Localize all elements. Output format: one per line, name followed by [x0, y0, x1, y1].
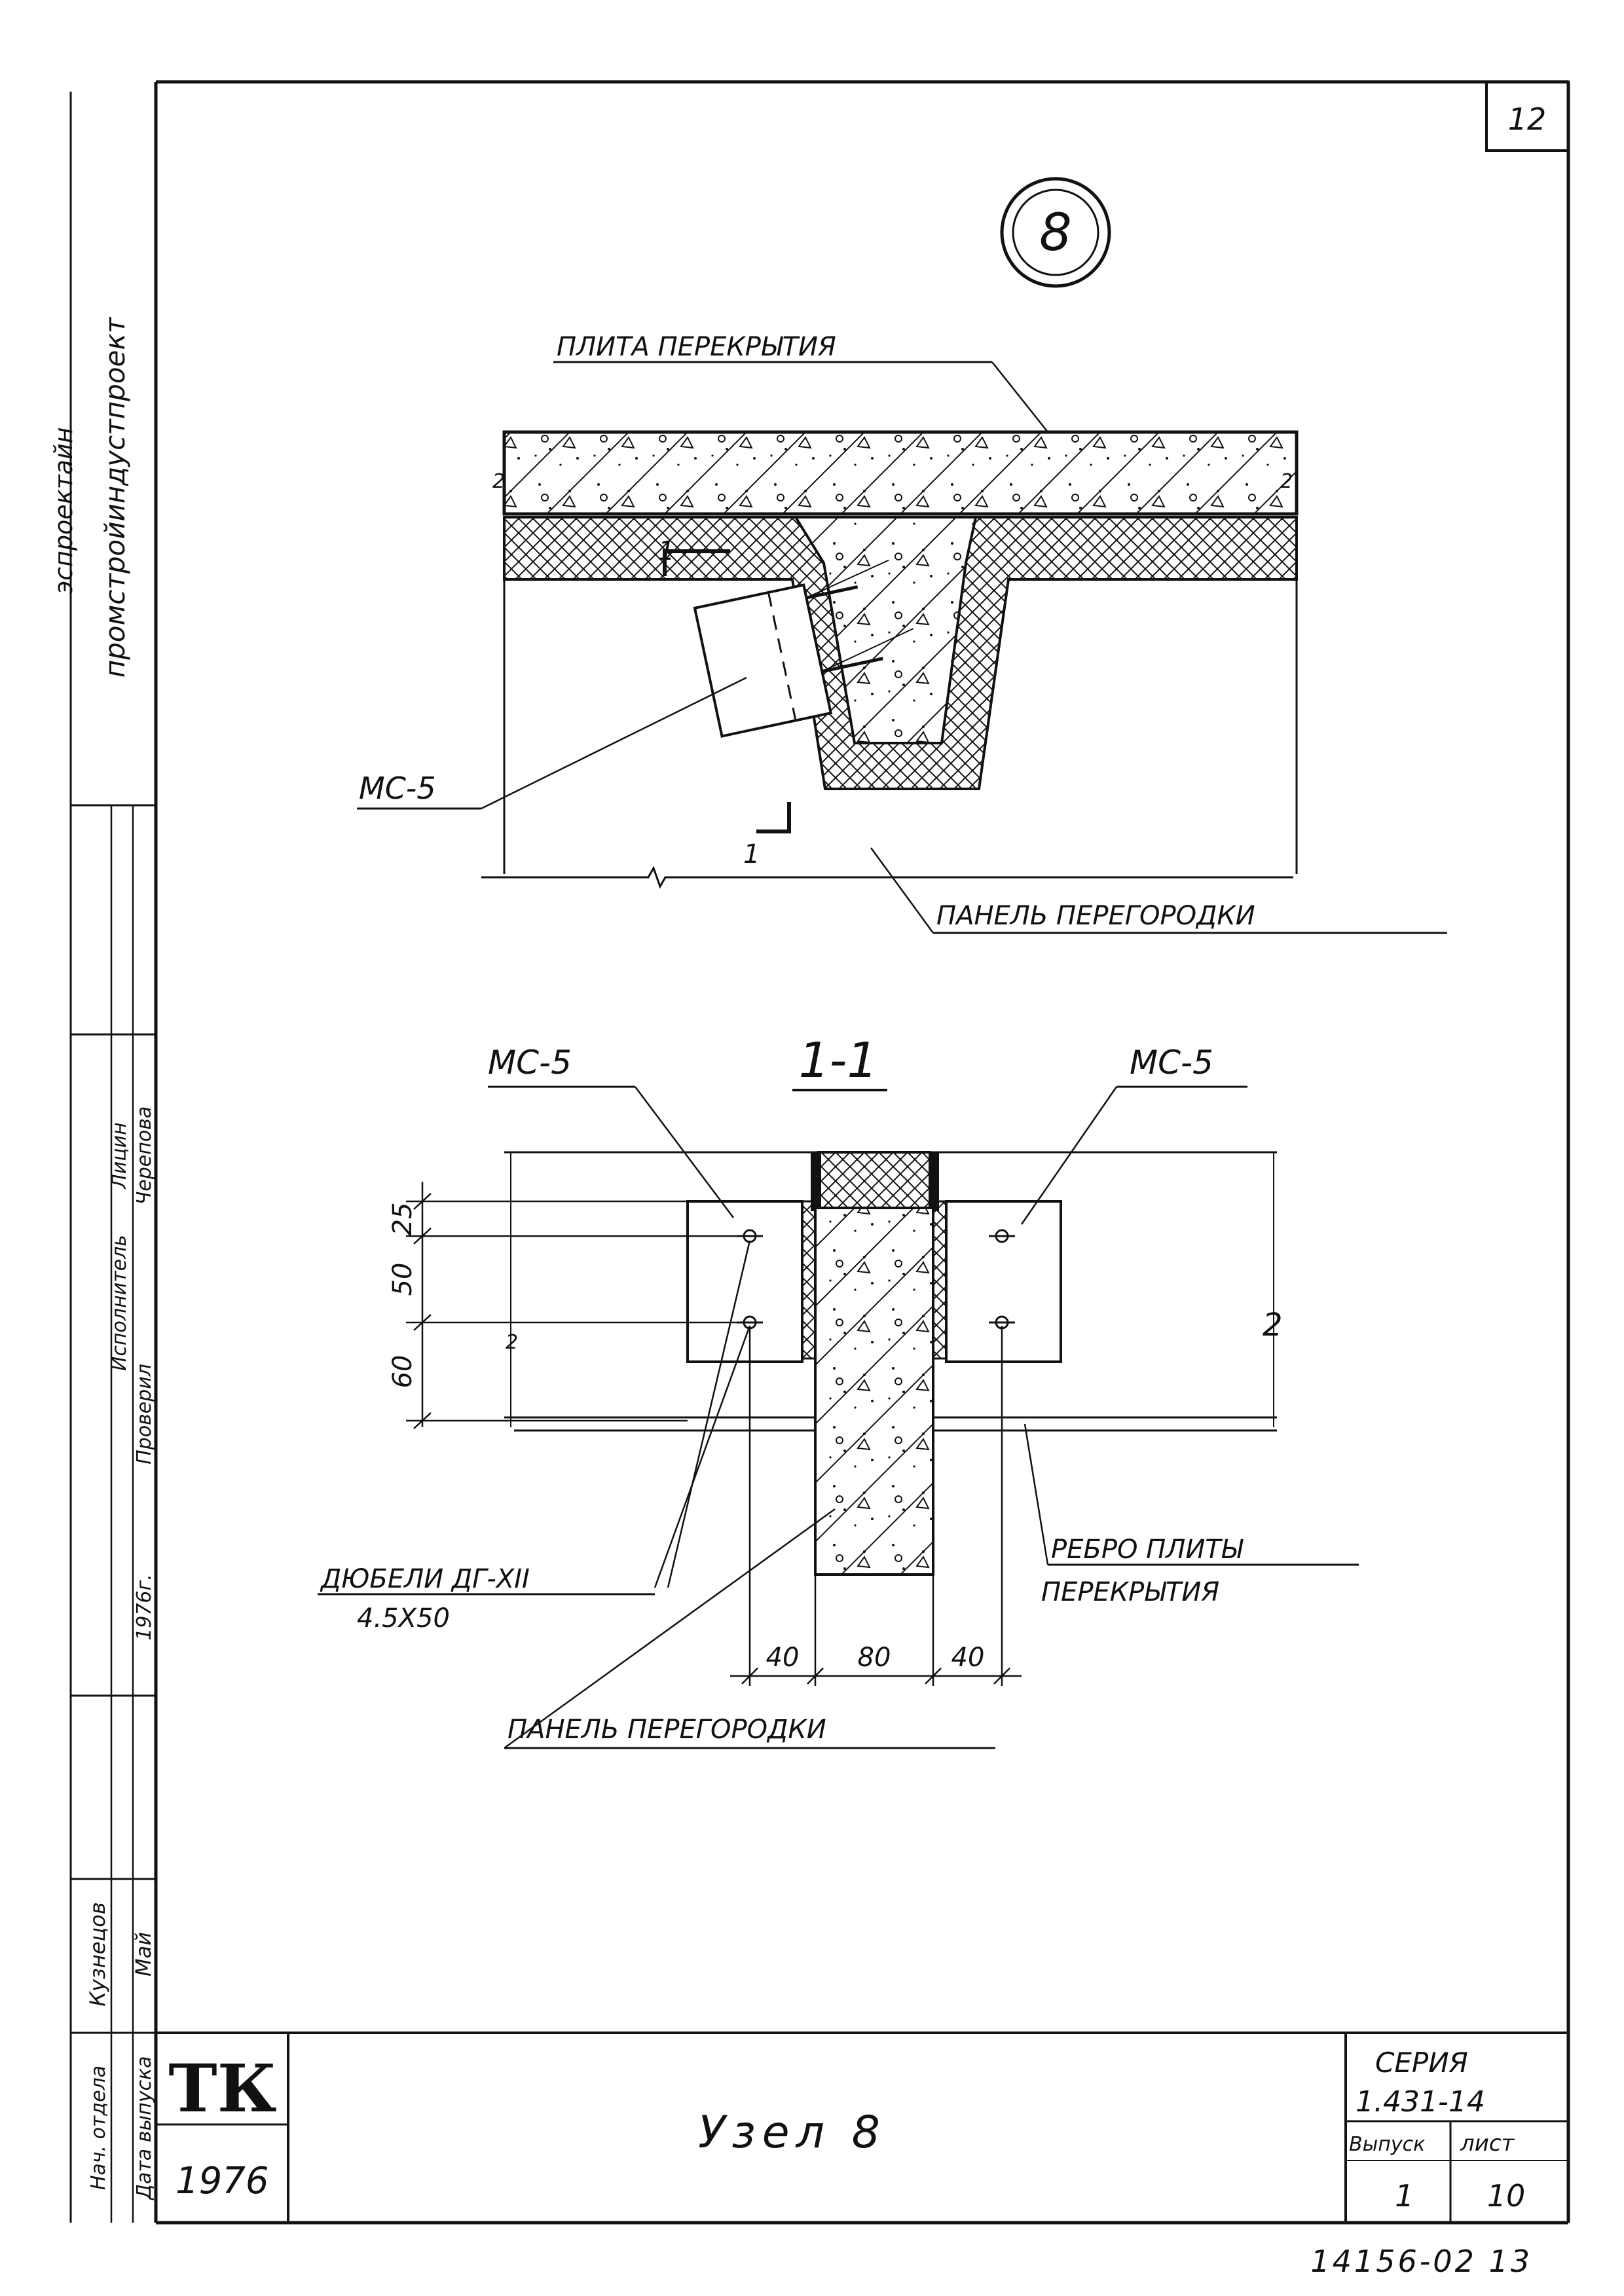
slab-label: ПЛИТА ПЕРЕКРЫТИЯ: [557, 332, 836, 362]
bracket-mc5: [693, 559, 914, 738]
title-year: 1976: [175, 2160, 269, 2202]
rib-label-line2: ПЕРЕКРЫТИЯ: [1041, 1577, 1219, 1607]
role-checker: Проверил: [133, 1364, 156, 1465]
issue-value: 1: [1395, 2178, 1414, 2214]
section-bracket-left: [686, 1200, 803, 1363]
vertical-dimensions: [406, 1182, 750, 1429]
title-block: ТК 1976 Узел 8 СЕРИЯ 1.431-14 Выпуск 1 л…: [156, 2032, 1568, 2223]
bracket-right-label: МС-5: [1130, 1044, 1213, 1082]
left-strip: эспроектайн промстройиндустпроект Нач. о…: [49, 92, 156, 2223]
dowels-label-line1: ДЮБЕЛИ ДГ-XII: [320, 1564, 530, 1594]
top-detail: ПЛИТА ПЕРЕКРЫТИЯ 1 1 2 2 МС-5: [357, 332, 1447, 934]
panel-label: ПАНЕЛЬ ПЕРЕГОРОДКИ: [936, 901, 1255, 931]
mark-2-right: 2: [1280, 470, 1293, 493]
sheet-frame: [154, 80, 1570, 2225]
dim-vertical-60: 60: [388, 1355, 418, 1389]
node-marker: 8: [1000, 177, 1111, 288]
org-logo: ТК: [168, 2050, 276, 2127]
dim-vertical-25: 25: [388, 1203, 418, 1236]
drawing-title: Узел 8: [698, 2107, 887, 2159]
sheet-label: лист: [1460, 2130, 1515, 2157]
archive-number: 14156-02 13: [1310, 2244, 1532, 2279]
dim-horizontal-40-left: 40: [766, 1643, 800, 1673]
cut-mark-bottom: 1: [743, 839, 760, 869]
dowels-label-line2: 4.5Х50: [357, 1603, 450, 1633]
bracket-left-label: МС-5: [488, 1044, 572, 1082]
floor-slab: [502, 430, 1299, 516]
section-mark-2-left: 2: [506, 1331, 518, 1354]
strip-year: 1976г.: [133, 1574, 156, 1641]
mark-2-left: 2: [492, 470, 505, 493]
dim-horizontal-80: 80: [858, 1643, 891, 1673]
name-executor: Лицин: [108, 1122, 131, 1190]
name-issue-month: Май: [131, 1932, 156, 1977]
sheet-value: 10: [1487, 2178, 1526, 2214]
section-1-1: 1-1 2 2 МС-5 МС-5: [318, 1032, 1359, 1749]
rib-label-line1: РЕБРО ПЛИТЫ: [1051, 1535, 1244, 1565]
role-head: Нач. отдела: [87, 2066, 110, 2190]
role-executor: Исполнитель: [108, 1235, 131, 1371]
cut-mark-top: 1: [658, 536, 674, 566]
org-line2: промстройиндустпроект: [99, 316, 131, 678]
section-panel-label: ПАНЕЛЬ ПЕРЕГОРОДКИ: [507, 1715, 826, 1745]
dim-horizontal-40-right: 40: [951, 1643, 985, 1673]
section-insulation: [817, 1151, 931, 1212]
node-marker-number: 8: [1039, 204, 1072, 263]
name-head: Кузнецов: [85, 1902, 110, 2007]
sheet-number-box: 12: [1485, 81, 1570, 152]
bracket-label: МС-5: [359, 771, 436, 806]
org-line1: эспроектайн: [49, 427, 78, 594]
name-checker: Черепова: [133, 1106, 156, 1205]
series-value: 1.431-14: [1356, 2085, 1485, 2119]
series-label: СЕРИЯ: [1375, 2047, 1468, 2079]
issue-label: Выпуск: [1349, 2133, 1425, 2156]
dim-vertical-50: 50: [388, 1263, 418, 1296]
horizontal-dimensions: [730, 1326, 1022, 1686]
section-bracket-right: [945, 1200, 1062, 1363]
section-mark-2-right: 2: [1263, 1307, 1283, 1343]
sheet-number: 12: [1508, 101, 1547, 137]
section-panel: [814, 1207, 934, 1576]
role-issue-date: Дата выпуска: [133, 2056, 156, 2201]
section-title: 1-1: [799, 1032, 878, 1089]
slab-rib: [793, 516, 978, 744]
